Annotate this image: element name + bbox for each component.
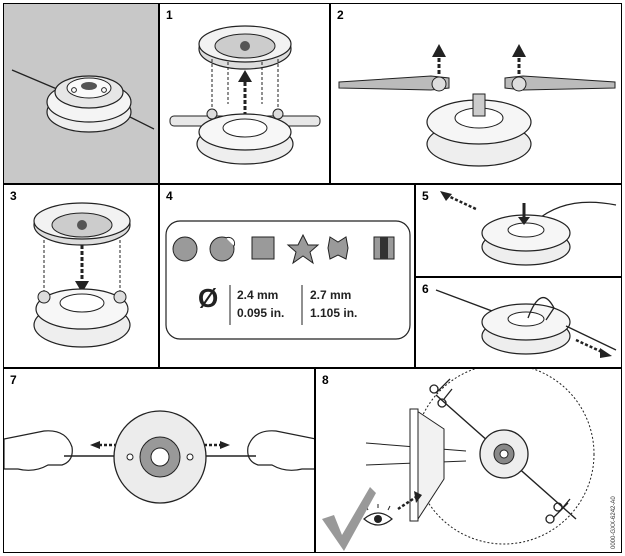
panel-step-4: 4 Ø 2.4 mm 0.095 in. 2.7 mm 1.105 in. [159,184,415,368]
arrow-icon [414,491,422,503]
step-number: 1 [166,8,173,22]
right-arrow-icon [220,441,230,449]
round-profile-icon [172,236,198,262]
eye-icon [363,504,393,526]
hand-icon [247,430,314,471]
panel-overview [3,3,159,184]
wire-profiles-illustration [165,220,411,340]
panel-step-3: 3 [3,184,159,368]
scissors-icon [545,498,571,524]
panel-step-8: 8 [315,368,622,553]
small-size-in: 0.095 in. [237,306,285,320]
panel-step-2: 2 [330,3,622,184]
step-number: 7 [10,373,17,387]
left-arrow-icon [90,441,100,449]
up-arrow-icon [432,44,446,57]
remove-blades-illustration [338,44,616,167]
small-size-mm: 2.4 mm [237,288,279,302]
down-arrow-icon [75,281,89,293]
down-arrow-icon [518,217,530,225]
up-arrow-icon [238,70,252,82]
star-profile-icon [286,233,320,265]
reassembly-illustration [33,202,131,348]
step-number: 2 [337,8,344,22]
step-number: 4 [166,189,173,203]
large-size-in: 1.105 in. [310,306,358,320]
panel-step-7: 7 [3,368,315,553]
insert-line-illustration [440,191,617,266]
serrated-profile-icon [327,236,349,260]
step-number: 8 [322,373,329,387]
panel-step-6: 6 [415,277,622,368]
square-profile-icon [251,236,275,260]
up-arrow-icon [512,44,526,57]
step-number: 6 [422,282,429,296]
checkmark-icon [322,487,376,551]
tension-line-illustration [4,410,314,504]
round-notched-profile-icon [209,236,235,262]
step-number: 3 [10,189,17,203]
hand-icon [4,430,73,471]
panel-step-5: 5 [415,184,622,277]
scissors-icon [429,378,453,408]
trimmer-head-overview-illustration [11,69,155,133]
trim-line-length-illustration [322,369,595,551]
panel-step-1: 1 [159,3,330,184]
document-code: 0000-GXX-6242-A0 [611,496,617,549]
arrow-icon [440,191,452,201]
step-number: 5 [422,189,429,203]
disassembly-illustration [169,25,321,165]
arrow-icon [600,348,612,358]
diameter-symbol: Ø [198,283,219,313]
large-size-mm: 2.7 mm [310,288,352,302]
pull-line-illustration [435,289,617,358]
